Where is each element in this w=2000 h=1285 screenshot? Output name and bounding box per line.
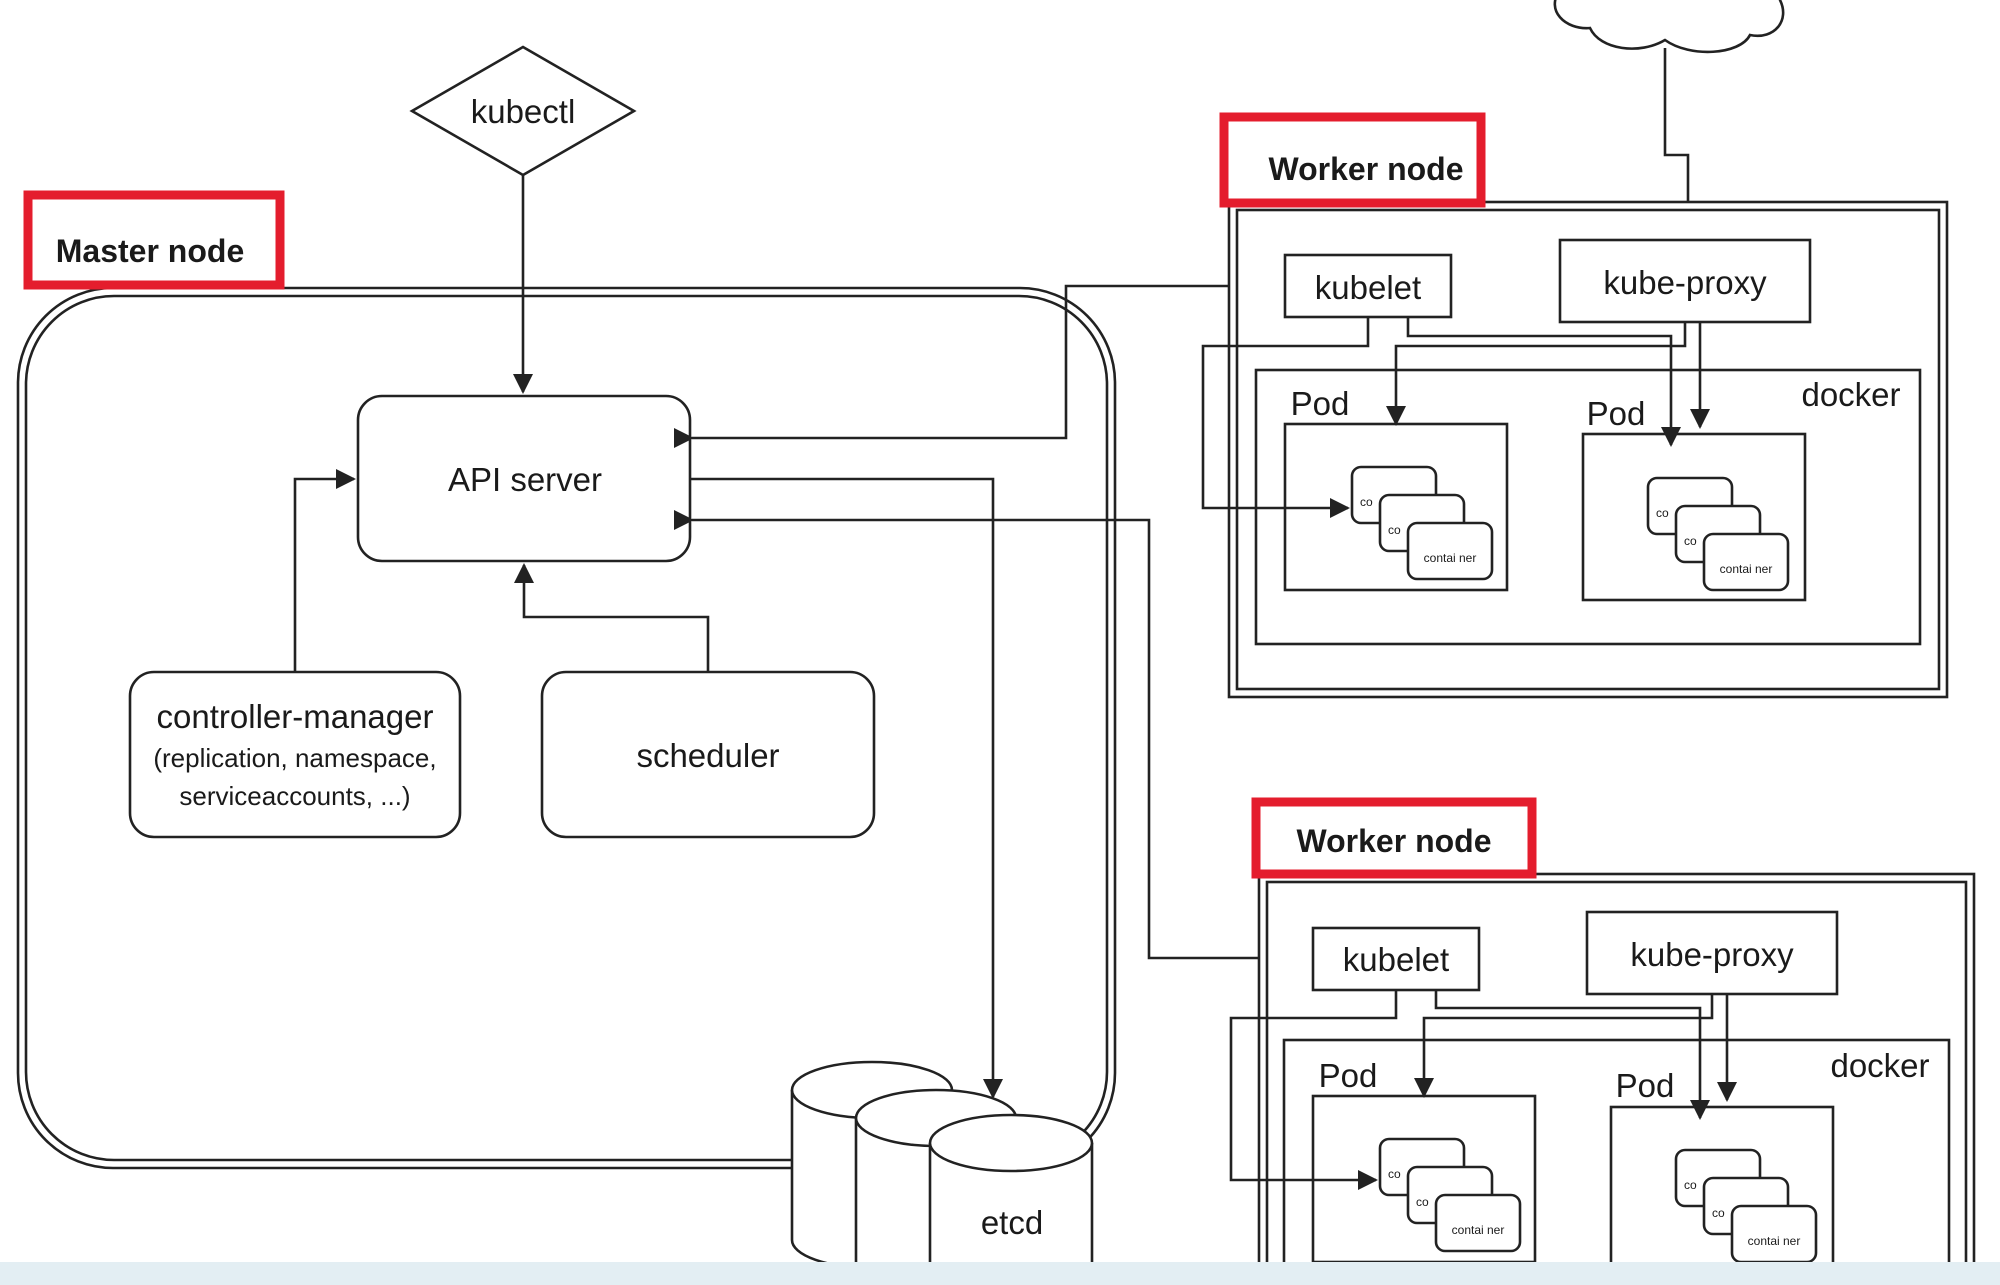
worker1-pod1-label: Pod [1291,385,1350,422]
master-node-label-box: Master node [23,190,285,290]
controller-manager-label: controller-manager [157,698,434,735]
internet-cloud-icon [1553,0,1785,54]
worker1-kube-proxy-node: kube-proxy [1558,238,1812,324]
container-label: contai ner [1748,1234,1801,1248]
container-label: contai ner [1424,551,1477,565]
worker2-kube-proxy-to-pod1-arrow [1414,994,1714,1098]
api-server-label: API server [448,461,602,498]
kubectl-label: kubectl [471,93,576,130]
svg-text:co: co [1388,523,1401,537]
worker1-kubelet-to-pod1-container-arrow [1201,317,1370,518]
svg-text:co: co [1416,1195,1429,1209]
kubectl-node: kubectl [409,45,637,177]
controller-manager-to-api-server-arrow [293,469,356,672]
worker-node-1-label: Worker node [1269,151,1464,187]
worker-node-2-label: Worker node [1297,823,1492,859]
scheduler-label: scheduler [636,737,779,774]
worker2-kube-proxy-node: kube-proxy [1585,910,1839,996]
worker1-kube-proxy-to-pod1-arrow [1386,322,1687,426]
controller-manager-node: controller-manager (replication, namespa… [128,670,462,839]
worker-node-1-label-box: Worker node [1219,112,1486,208]
etcd-label: etcd [981,1204,1043,1241]
svg-text:co: co [1656,506,1669,520]
svg-text:co: co [1388,1167,1401,1181]
container-label: contai ner [1720,562,1773,576]
worker1-kubelet-node: kubelet [1283,253,1453,319]
api-server-node: API server [356,394,692,563]
worker1-docker-label: docker [1801,376,1900,413]
worker2-pod1-label: Pod [1319,1057,1378,1094]
worker2-kubelet-node: kubelet [1311,926,1481,992]
bottom-overlay-strip [0,1262,2000,1285]
worker2-pod2-label: Pod [1616,1067,1675,1104]
master-node-label: Master node [56,233,244,269]
worker2-kubelet-to-pod2-arrow [1434,990,1710,1120]
worker2-docker-label: docker [1830,1047,1929,1084]
etcd-database-icon: etcd [790,1060,1094,1285]
worker1-pod2-label: Pod [1587,395,1646,432]
svg-text:co: co [1360,495,1373,509]
worker2-kube-proxy-label: kube-proxy [1630,936,1794,973]
controller-manager-sub2: serviceaccounts, ...) [179,781,410,811]
worker2-pod1-containers: co co contai ner [1378,1137,1522,1253]
worker1-pod1-containers: co co contai ner [1350,465,1494,581]
container-label: contai ner [1452,1223,1505,1237]
worker2-kubelet-to-pod1-container-arrow [1229,990,1398,1190]
cloud-to-kube-proxy-arrow [1663,48,1698,238]
worker1-kube-proxy-label: kube-proxy [1603,264,1767,301]
controller-manager-sub1: (replication, namespace, [153,743,436,773]
worker1-kubelet-label: kubelet [1315,269,1421,306]
api-server-to-worker2-kubelet-arrow [674,510,1310,968]
api-server-to-worker1-kubelet-arrow [674,276,1283,448]
worker-node-2-label-box: Worker node [1251,797,1537,879]
worker2-pod2-containers: co co contai ner [1674,1148,1818,1264]
worker1-kubelet-to-pod2-arrow [1406,317,1681,447]
svg-text:co: co [1684,1178,1697,1192]
svg-text:co: co [1684,534,1697,548]
scheduler-node: scheduler [540,670,876,839]
worker2-kubelet-label: kubelet [1343,941,1449,978]
svg-text:co: co [1712,1206,1725,1220]
worker1-pod2-containers: co co contai ner [1646,476,1790,592]
